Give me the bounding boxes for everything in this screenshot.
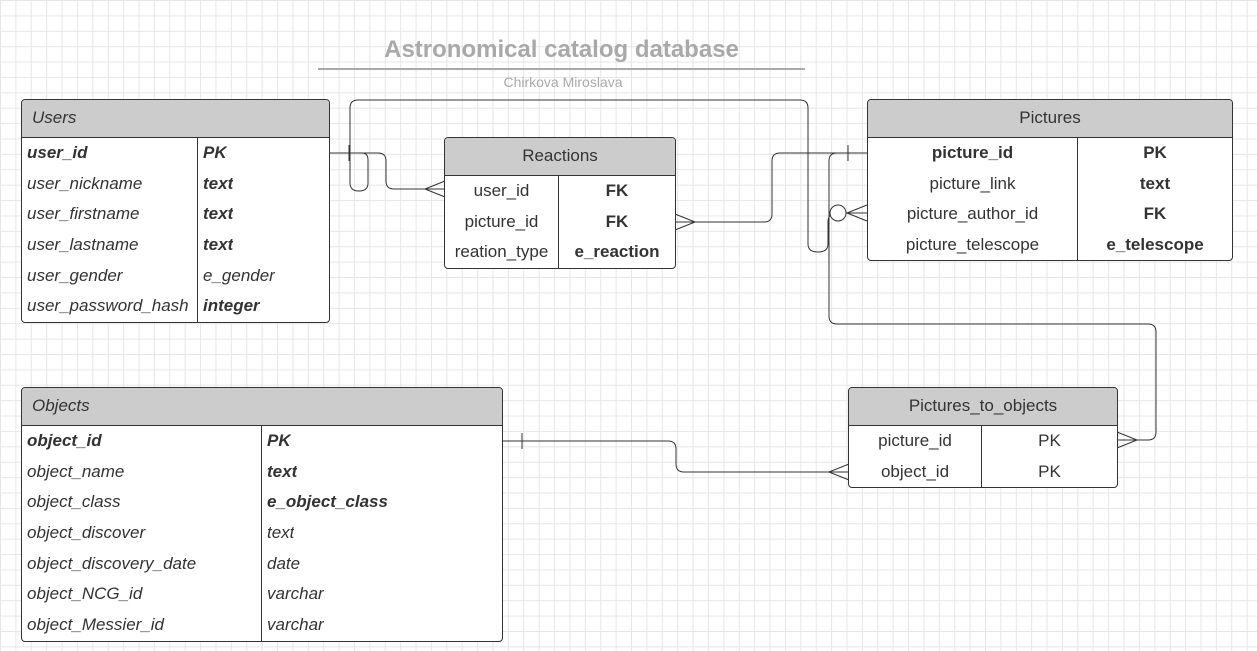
- entity-pictures-to-objects[interactable]: Pictures_to_objects picture_id PK object…: [848, 387, 1118, 488]
- table-row: reation_type e_reaction: [445, 237, 675, 268]
- entity-reactions[interactable]: Reactions user_id FK picture_id FK reati…: [444, 137, 676, 269]
- rel-pto-picture-crowsfoot: [1116, 431, 1138, 449]
- field-type: FK: [605, 181, 629, 200]
- field-type: text: [267, 461, 298, 481]
- table-row: object_id PK: [849, 456, 1117, 487]
- field-type: PK: [1143, 143, 1167, 162]
- field-type: e_gender: [203, 265, 275, 285]
- table-row: user_id PK: [22, 138, 329, 169]
- rel-reactions-user-crowsfoot: [424, 180, 446, 198]
- entity-pictures-header: Pictures: [868, 100, 1232, 138]
- field-name: object_id: [22, 426, 262, 457]
- table-row: user_nickname text: [22, 168, 329, 200]
- field-name: object_discovery_date: [22, 548, 262, 580]
- rel-pictures-pto-line: [828, 152, 1157, 441]
- rel-users-pictures-author-line: [329, 99, 867, 253]
- entity-objects-header: Objects: [22, 388, 502, 426]
- entity-users-header: Users: [22, 100, 329, 138]
- field-type: e_reaction: [574, 242, 660, 262]
- rel-pto-object-crowsfoot: [828, 463, 850, 481]
- table-row: object_Messier_id varchar: [22, 610, 502, 641]
- rel-pictures-author-crowsfoot: [846, 204, 868, 222]
- rel-objects-pto-line: [502, 440, 849, 473]
- field-name: user_gender: [22, 260, 198, 292]
- table-row: object_NCG_id varchar: [22, 579, 502, 611]
- field-type: e_object_class: [267, 492, 388, 512]
- field-name: reation_type: [445, 237, 559, 268]
- entity-users[interactable]: Users user_id PK user_nickname text user…: [21, 99, 330, 323]
- field-name: picture_id: [868, 138, 1078, 169]
- field-name: object_name: [22, 456, 262, 488]
- field-name: user_id: [445, 176, 559, 207]
- field-name: user_lastname: [22, 230, 198, 261]
- field-name: user_nickname: [22, 168, 198, 200]
- table-row: picture_link text: [868, 168, 1232, 200]
- field-name: picture_id: [445, 206, 559, 238]
- field-type: e_telescope: [1106, 235, 1204, 255]
- field-name: picture_id: [849, 426, 982, 457]
- field-name: picture_author_id: [868, 199, 1078, 231]
- table-row: picture_telescope e_telescope: [868, 230, 1232, 260]
- table-row: object_id PK: [22, 426, 502, 457]
- field-type: text: [267, 523, 295, 543]
- field-name: picture_link: [868, 168, 1078, 200]
- rel-users-reactions-line: [329, 152, 445, 190]
- field-type: integer: [203, 296, 260, 316]
- rel-pictures-reactions-line: [675, 152, 867, 223]
- field-name: user_password_hash: [22, 291, 198, 322]
- field-type: text: [1139, 173, 1171, 193]
- field-name: user_firstname: [22, 199, 198, 231]
- entity-reactions-header: Reactions: [445, 138, 675, 176]
- table-row: picture_id PK: [849, 426, 1117, 457]
- field-type: PK: [203, 143, 227, 162]
- table-row: object_discovery_date date: [22, 548, 502, 580]
- diagram-author: Chirkova Miroslava: [503, 74, 623, 90]
- field-type: PK: [1038, 461, 1061, 481]
- field-type: text: [203, 204, 234, 224]
- field-name: object_id: [849, 456, 982, 487]
- field-name: user_id: [22, 138, 198, 169]
- entity-objects[interactable]: Objects object_id PK object_name text ob…: [21, 387, 503, 642]
- field-name: picture_telescope: [868, 230, 1078, 260]
- table-row: object_discover text: [22, 518, 502, 549]
- field-type: PK: [267, 431, 291, 450]
- rel-reactions-picture-crowsfoot: [674, 213, 696, 231]
- entity-pictures-to-objects-header: Pictures_to_objects: [849, 388, 1117, 426]
- table-row: user_id FK: [445, 176, 675, 207]
- field-name: object_discover: [22, 518, 262, 549]
- field-type: text: [203, 173, 234, 193]
- table-row: picture_id FK: [445, 206, 675, 238]
- table-row: user_lastname text: [22, 230, 329, 261]
- table-row: user_gender e_gender: [22, 260, 329, 292]
- field-name: object_Messier_id: [22, 610, 262, 641]
- diagram-title: Astronomical catalog database: [318, 35, 805, 70]
- field-name: object_NCG_id: [22, 579, 262, 611]
- field-type: PK: [1038, 431, 1061, 450]
- table-row: picture_author_id FK: [868, 199, 1232, 231]
- table-row: object_class e_object_class: [22, 487, 502, 519]
- field-type: date: [267, 553, 301, 573]
- field-type: text: [203, 235, 234, 255]
- table-row: user_password_hash integer: [22, 291, 329, 322]
- field-name: object_class: [22, 487, 262, 519]
- table-row: picture_id PK: [868, 138, 1232, 169]
- field-type: FK: [605, 211, 629, 231]
- field-type: varchar: [267, 615, 324, 635]
- field-type: FK: [1143, 204, 1167, 224]
- entity-pictures[interactable]: Pictures picture_id PK picture_link text…: [867, 99, 1233, 261]
- rel-pictures-author-zero-mark: [829, 204, 847, 222]
- field-type: varchar: [267, 584, 324, 604]
- table-row: user_firstname text: [22, 199, 329, 231]
- table-row: object_name text: [22, 456, 502, 488]
